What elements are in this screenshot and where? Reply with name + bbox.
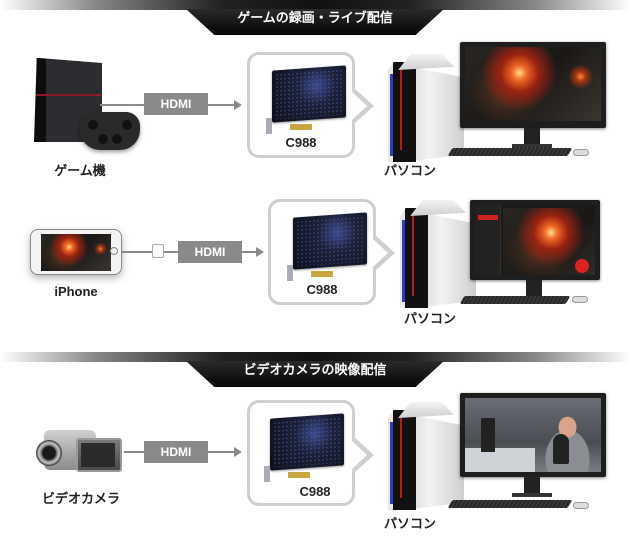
mouse-icon [573,502,589,509]
monitor-base [512,144,552,148]
target-label: パソコン [403,311,456,326]
callout-pointer-fill [352,441,367,469]
section-title: ゲームの録画・ライブ配信 [237,11,393,26]
source-label: iPhone [54,284,98,299]
capture-card-icon [270,413,344,471]
recording-app-screen [475,205,595,275]
record-button-icon [575,259,589,273]
card-pins [288,472,310,478]
banner-tab [186,361,444,387]
keyboard-icon [447,148,573,156]
app-ui [475,205,595,275]
monitor-stand [524,477,540,495]
callout-pointer-fill [373,239,388,267]
connector-line [164,251,178,253]
source-label: ビデオカメラ [41,491,120,506]
arrow-right-icon [256,247,264,257]
connector-line [122,251,152,253]
arrow-right-icon [234,447,242,457]
capture-card-icon [293,212,367,270]
buttons [122,120,132,130]
target-label: パソコン [383,516,436,531]
phone-screen [41,234,111,271]
app-sidebar [475,205,501,275]
keyboard-icon [447,500,573,508]
banner-bar [0,0,630,10]
microphone-icon [553,434,569,464]
device-label: C988 [306,282,338,297]
tower-blue-accent [390,422,393,504]
monitor-stand [526,280,542,298]
hdmi-label: HDMI [178,241,242,263]
monitor-icon [460,42,606,160]
section-banner-camera: ビデオカメラの映像配信 [0,352,630,392]
camcorder-lens [36,440,62,466]
game-screen [465,47,601,121]
source-label: ゲーム機 [54,163,106,178]
monitor-icon [470,200,600,318]
banner-tab [186,9,444,35]
monitor-base [512,493,552,497]
device-label: C988 [285,135,317,150]
app-red-tab [478,215,498,220]
device-label: C988 [299,484,331,499]
console-stripe [34,94,102,96]
tower-blue-accent [402,220,405,302]
pc-icon [384,402,464,510]
tower-red-accent [412,216,414,296]
mouse-icon [572,296,588,303]
hdmi-label: HDMI [144,441,208,463]
camcorder-icon [36,426,122,478]
capture-card-icon [272,65,346,123]
smartphone-icon [30,229,122,275]
streamer-screen [465,398,601,472]
home-button [110,247,118,255]
banner-bar [0,352,630,362]
tower-top [398,54,454,70]
right-stick [112,134,122,144]
pc-icon [396,200,476,308]
tower-red-accent [400,70,402,150]
desk [465,448,535,472]
hdmi-label: HDMI [144,93,208,115]
pc-icon [384,54,464,162]
connector-line [208,451,234,453]
card-bracket [266,118,272,134]
camcorder-lcd [76,438,122,472]
arrow-right-icon [234,100,242,110]
game-scene [41,234,111,271]
left-stick [98,134,108,144]
tower-top [398,402,454,418]
section-title: ビデオカメラの映像配信 [243,363,387,378]
tower-blue-accent [390,74,393,156]
monitor-stand [524,128,540,146]
keyboard-icon [459,296,571,304]
lightning-adapter-icon [152,244,164,258]
background-monitor [481,418,495,452]
card-bracket [287,265,293,281]
section-banner-game: ゲームの録画・ライブ配信 [0,0,630,40]
controller-icon [80,112,140,150]
monitor-icon [460,393,606,511]
card-pins [290,124,312,130]
monitor-bezel [460,393,606,477]
streamer-scene [465,398,601,472]
target-label: パソコン [383,163,436,178]
tower-top [410,200,466,216]
dpad [88,120,98,130]
connector-line [208,104,234,106]
callout-pointer-fill [352,92,367,120]
monitor-bezel [460,42,606,128]
connector-line [100,104,144,106]
connector-line [242,251,256,253]
monitor-bezel [470,200,600,280]
game-scene [465,47,601,121]
connector-line [124,451,144,453]
mouse-icon [573,149,589,156]
tower-red-accent [400,418,402,498]
card-pins [311,271,333,277]
card-bracket [264,466,270,482]
